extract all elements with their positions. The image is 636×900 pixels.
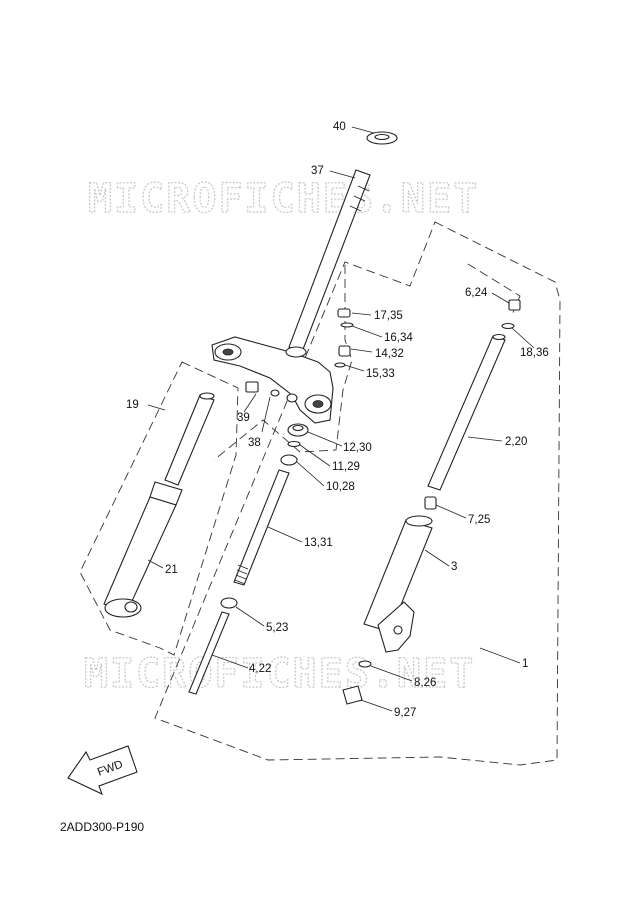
callout-5-23: 5,23 — [266, 622, 288, 634]
callout-11-29: 11,29 — [332, 461, 360, 473]
callout-8-26: 8,26 — [414, 677, 436, 689]
fork-seals — [280, 423, 309, 466]
left-fork-leg — [103, 392, 215, 618]
callout-10-28: 10,28 — [326, 481, 355, 493]
fork-bush — [424, 496, 437, 510]
callout-9-27: 9,27 — [394, 707, 416, 719]
bearing-cover — [366, 131, 398, 145]
reference-code: 2ADD300-P190 — [60, 820, 144, 834]
right-cap-bolt — [501, 299, 521, 330]
bolt-and-washer — [245, 381, 298, 403]
stem-small-parts — [334, 308, 354, 368]
outer-tube — [363, 515, 433, 653]
callout-21: 21 — [165, 564, 178, 576]
callout-4-22: 4,22 — [249, 663, 271, 675]
leader-lines — [147, 126, 535, 712]
callout-12-30: 12,30 — [343, 442, 372, 454]
callout-18-36: 18,36 — [520, 347, 549, 359]
callout-13-31: 13,31 — [304, 537, 333, 549]
callout-40: 40 — [333, 121, 346, 133]
fwd-arrow-icon: FWD — [67, 745, 138, 796]
callout-3: 3 — [451, 561, 457, 573]
under-bracket — [211, 336, 334, 424]
callout-labels: 40 37 6,24 17,35 16,34 18,36 14,32 15,33… — [126, 121, 549, 719]
damper-rod — [188, 597, 238, 695]
callout-2-20: 2,20 — [505, 436, 527, 448]
boundary-fork-assembly-left — [79, 361, 239, 656]
watermark-top: MICROFICHES.NET — [88, 176, 479, 222]
callout-14-32: 14,32 — [375, 348, 404, 360]
callout-38: 38 — [248, 437, 261, 449]
callout-39: 39 — [237, 412, 250, 424]
callout-37: 37 — [311, 165, 324, 177]
fork-spring — [233, 469, 290, 586]
watermark-bottom: MICROFICHES.NET — [84, 651, 475, 697]
callout-15-33: 15,33 — [366, 368, 395, 380]
callout-19: 19 — [126, 399, 139, 411]
callout-16-34: 16,34 — [384, 332, 413, 344]
boundary-fork-assembly-right — [154, 221, 561, 766]
callout-6-24: 6,24 — [465, 287, 488, 299]
inner-tube — [427, 333, 506, 491]
boundary-inner-group — [213, 265, 353, 461]
callout-1: 1 — [522, 658, 528, 670]
callout-17-35: 17,35 — [374, 310, 403, 322]
callout-7-25: 7,25 — [468, 514, 490, 526]
